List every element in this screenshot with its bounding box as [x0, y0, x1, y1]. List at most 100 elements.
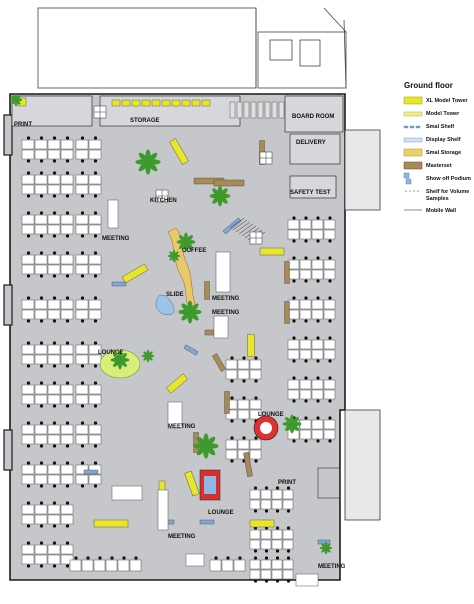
desk [75, 464, 89, 475]
desk [260, 559, 272, 570]
legend-swatch [409, 125, 415, 129]
desk-cluster [225, 356, 262, 383]
legend-label: Smal Storage [426, 150, 461, 156]
legend-item: Model Tower [403, 111, 460, 117]
plant [193, 433, 219, 459]
legend-label: Smal Shelf [426, 124, 454, 130]
chair [65, 234, 70, 238]
xl-model-tower-shape [169, 138, 189, 165]
chair [93, 364, 98, 368]
desk [60, 464, 74, 475]
desk [323, 349, 336, 360]
chair [264, 579, 269, 583]
desk [323, 269, 336, 280]
desk [60, 139, 74, 150]
chair [254, 436, 258, 440]
desk [237, 439, 250, 450]
desk [225, 439, 238, 450]
desk [323, 389, 336, 400]
storage-unit [131, 99, 141, 107]
desk-cluster [249, 526, 294, 553]
desk [34, 184, 48, 195]
desk [60, 474, 74, 485]
chair [26, 484, 31, 488]
chair [275, 549, 280, 553]
desk [60, 554, 74, 565]
chair [304, 359, 308, 363]
chair [242, 379, 246, 383]
masterset [212, 353, 226, 372]
xl-model-tower [249, 519, 275, 528]
chair [292, 376, 296, 380]
legend-label: Mobile Wall [426, 208, 457, 214]
chair [80, 234, 85, 238]
chair [328, 216, 332, 220]
desk [88, 214, 102, 225]
desk [311, 429, 324, 440]
masterset-shape [212, 353, 226, 372]
desk [209, 559, 222, 572]
chair [93, 211, 98, 215]
chair [80, 381, 85, 385]
desk [225, 409, 238, 420]
chair [26, 461, 31, 465]
desk [60, 384, 74, 395]
desk [75, 344, 89, 355]
chair [316, 216, 320, 220]
desk [47, 309, 61, 320]
chair [52, 444, 57, 448]
chair [39, 421, 44, 425]
storage-unit [171, 99, 181, 107]
desk [249, 399, 262, 410]
chair [39, 274, 44, 278]
chair [304, 439, 308, 443]
chair [65, 194, 70, 198]
desk [75, 139, 89, 150]
desk [249, 409, 262, 420]
xl-model-tower-shape [249, 519, 275, 528]
desk [282, 529, 294, 540]
desk-cluster [75, 421, 102, 448]
desk-cluster [209, 556, 246, 572]
masterset-shape [284, 261, 290, 284]
desk [271, 499, 283, 510]
xl-model-tower-shape [259, 247, 285, 256]
chair [264, 526, 269, 530]
desk [34, 254, 48, 265]
chair [304, 399, 308, 403]
room-label-meeting-6: MEETING [318, 564, 346, 570]
desk [260, 529, 272, 540]
desk [34, 424, 48, 435]
desk [75, 149, 89, 160]
chair [52, 541, 57, 545]
meeting-table [167, 401, 183, 429]
xl-model-tower-shape [247, 334, 255, 357]
chair [304, 319, 308, 323]
desk [287, 349, 300, 360]
meeting-table-top [213, 315, 229, 339]
chair [26, 296, 31, 300]
room-label-print-bottom: PRINT [278, 480, 296, 486]
xl-model-tower-shape [93, 519, 129, 528]
chair [292, 319, 296, 323]
chair [65, 461, 70, 465]
chair [39, 194, 44, 198]
desk [311, 379, 324, 390]
chair [39, 541, 44, 545]
chair [93, 194, 98, 198]
chair [264, 549, 269, 553]
desk [299, 389, 312, 400]
chair [39, 484, 44, 488]
chair [328, 416, 332, 420]
storage-unit [111, 99, 121, 107]
chair [65, 159, 70, 163]
chair [264, 486, 269, 490]
desk [311, 259, 324, 270]
room-label-storage: STORAGE [130, 118, 160, 124]
stair-step [235, 221, 251, 233]
chair [39, 564, 44, 568]
desk-cluster [21, 501, 74, 528]
chair [26, 194, 31, 198]
